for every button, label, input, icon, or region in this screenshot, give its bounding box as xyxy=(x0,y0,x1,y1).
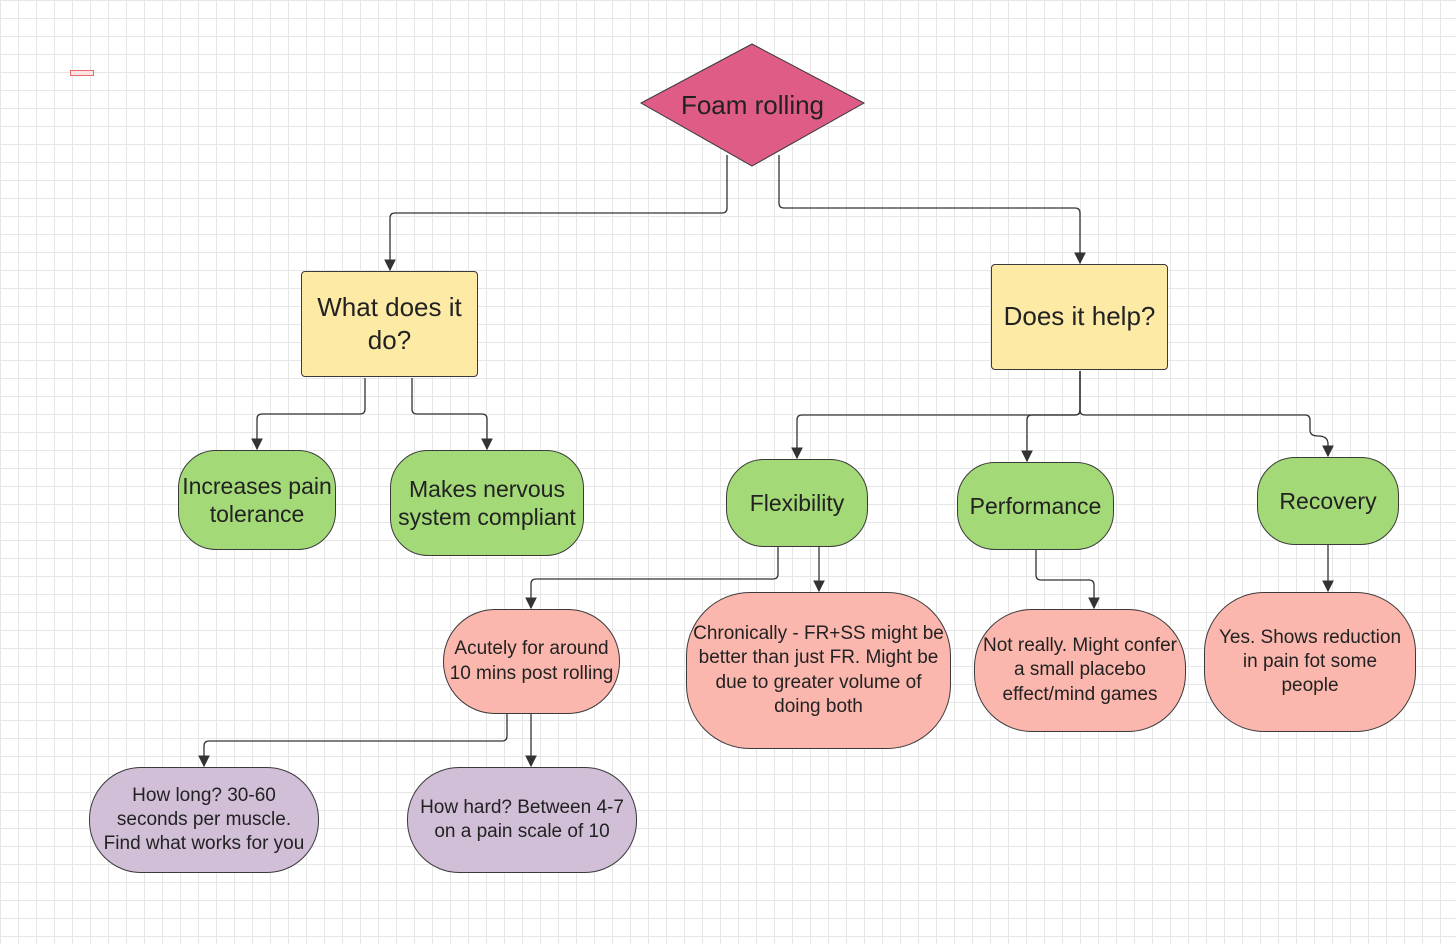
detail-how-hard-label: How hard? Between 4-7 on a pain scale of… xyxy=(420,796,624,842)
topic-flexibility-label: Flexibility xyxy=(749,489,845,516)
detail-how-long[interactable]: How long? 30-60 seconds per muscle. Find… xyxy=(89,767,319,873)
connector-acute-to-how-long xyxy=(198,714,508,768)
connector-help-to-performance xyxy=(1021,371,1081,463)
detail-how-hard[interactable]: How hard? Between 4-7 on a pain scale of… xyxy=(407,767,637,873)
selection-marker xyxy=(70,70,94,76)
topic-flexibility[interactable]: Flexibility xyxy=(726,459,868,547)
topic-performance[interactable]: Performance xyxy=(957,462,1114,550)
connector-root-to-what xyxy=(384,155,728,272)
answer-acutely[interactable]: Acutely for around 10 mins post rolling xyxy=(443,609,620,714)
effect-nervous-system-compliant[interactable]: Makes nervous system compliant xyxy=(390,450,584,556)
topic-recovery-label: Recovery xyxy=(1279,487,1377,514)
connector-what-to-pain xyxy=(251,378,366,451)
root-node-label[interactable]: Foam rolling xyxy=(680,89,825,120)
answer-performance-label: Not really. Might confer a small placebo… xyxy=(983,635,1177,705)
effect-increases-pain-tolerance[interactable]: Increases pain tolerance xyxy=(178,450,336,550)
topic-recovery[interactable]: Recovery xyxy=(1257,457,1399,545)
connector-what-to-nervous xyxy=(411,378,493,451)
effect-nervous-label: Makes nervous system compliant xyxy=(398,475,576,530)
root-diamond-shape[interactable] xyxy=(639,43,866,167)
topic-performance-label: Performance xyxy=(969,492,1102,519)
question-help-label: Does it help? xyxy=(1003,301,1156,332)
detail-how-long-label: How long? 30-60 seconds per muscle. Find… xyxy=(103,784,305,855)
answer-recovery[interactable]: Yes. Shows reduction in pain fot some pe… xyxy=(1204,592,1416,732)
answer-chronic-label: Chronically - FR+SS might be better than… xyxy=(693,622,944,717)
answer-recovery-label: Yes. Shows reduction in pain fot some pe… xyxy=(1218,626,1402,697)
answer-performance[interactable]: Not really. Might confer a small placebo… xyxy=(974,609,1186,732)
connector-flexibility-to-acute xyxy=(525,547,779,610)
connector-help-to-recovery xyxy=(1079,371,1334,458)
question-what-label: What does it do? xyxy=(317,291,462,355)
connector-performance-to-answer xyxy=(1035,550,1100,610)
question-does-it-help[interactable]: Does it help? xyxy=(991,264,1168,370)
effect-pain-label: Increases pain tolerance xyxy=(182,472,332,527)
answer-acute-label: Acutely for around 10 mins post rolling xyxy=(449,638,614,684)
question-what-does-it-do[interactable]: What does it do? xyxy=(301,271,478,377)
connector-root-to-help xyxy=(778,155,1086,265)
answer-chronically[interactable]: Chronically - FR+SS might be better than… xyxy=(686,592,951,749)
